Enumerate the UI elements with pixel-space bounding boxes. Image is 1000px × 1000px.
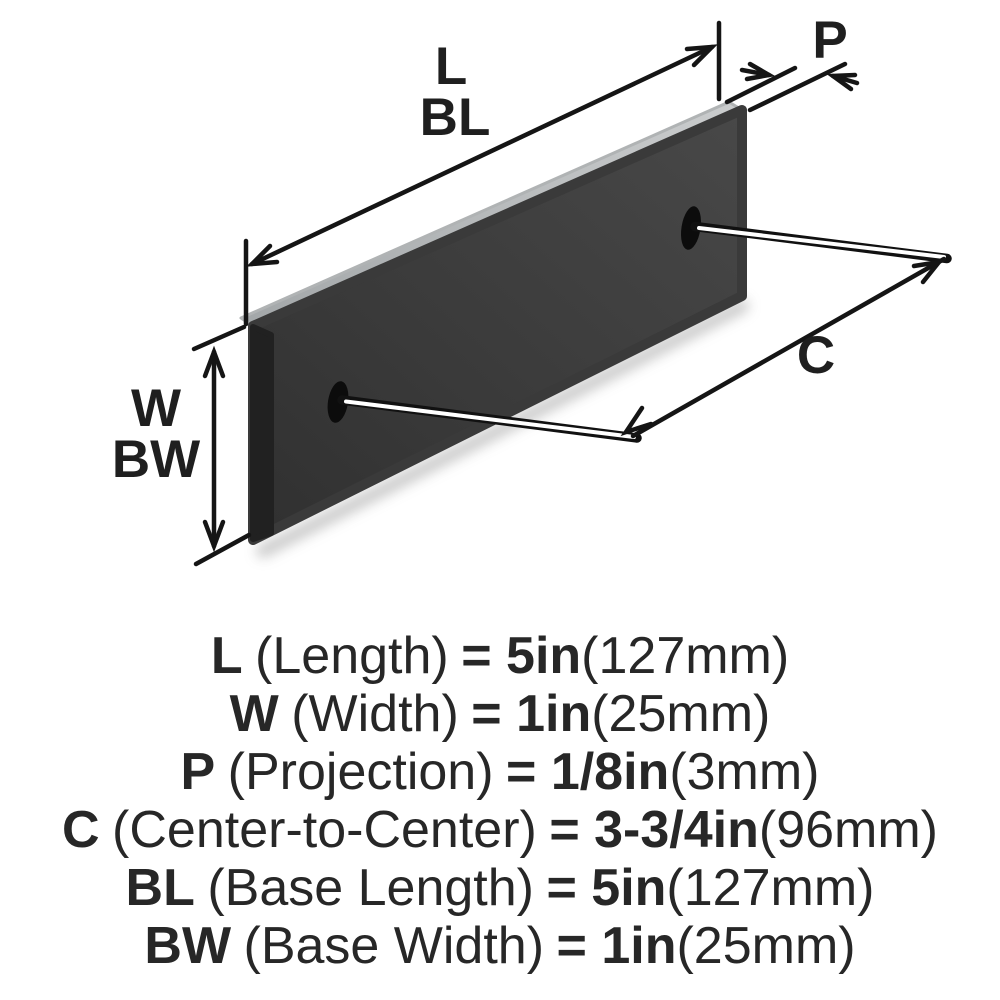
width-top-tick (191, 324, 247, 352)
edge-pull-diagram (191, 20, 952, 567)
spec-value: = 5in (546, 859, 667, 917)
spec-metric: (25mm) (676, 917, 856, 975)
center-dimension-arrow (620, 256, 947, 439)
projection-front-tick (724, 65, 798, 105)
label-projection: P (812, 11, 848, 70)
label-base-width: BW (111, 430, 201, 489)
spec-metric: (127mm) (666, 859, 875, 917)
spec-metric: (96mm) (758, 801, 938, 859)
right-hole-leader-line (690, 221, 952, 264)
spec-line-base-length: BL(Base Length)= 5in(127mm) (0, 859, 1000, 917)
spec-label: (Center-to-Center) (112, 801, 537, 859)
spec-value: = 1in (556, 917, 677, 975)
spec-line-width: W(Width)= 1in(25mm) (0, 685, 1000, 743)
plate-shadow (256, 299, 749, 558)
spec-symbol: C (62, 801, 100, 859)
spec-line-projection: P(Projection)= 1/8in(3mm) (0, 743, 1000, 801)
spec-symbol: BL (125, 859, 195, 917)
spec-symbol: P (180, 743, 216, 801)
width-dimension-arrow (191, 324, 252, 567)
spec-label: (Projection) (227, 743, 494, 801)
spec-metric: (3mm) (669, 743, 820, 801)
label-base-length: BL (419, 88, 491, 147)
spec-metric: (127mm) (581, 627, 790, 685)
spec-line-length: L(Length)= 5in(127mm) (0, 627, 1000, 685)
spec-symbol: BW (144, 917, 232, 975)
label-center-to-center: C (796, 326, 836, 385)
plate-front-face (248, 105, 747, 545)
spec-symbol: W (229, 685, 279, 743)
spec-value: = 3-3/4in (549, 801, 759, 859)
label-width: W (130, 379, 182, 438)
width-bottom-tick (193, 532, 252, 567)
spec-value: = 1/8in (506, 743, 670, 801)
spec-line-center-to-center: C(Center-to-Center)= 3-3/4in(96mm) (0, 801, 1000, 859)
length-dimension-arrow (243, 20, 722, 327)
spec-label: (Base Length) (207, 859, 534, 917)
spec-label: (Base Width) (243, 917, 545, 975)
spec-metric: (25mm) (591, 685, 771, 743)
label-length: L (434, 37, 468, 96)
left-hole-leader-line (337, 395, 642, 443)
plate-left-edge-face (250, 324, 274, 542)
spec-text-block: L(Length)= 5in(127mm) W(Width)= 1in(25mm… (0, 627, 1000, 975)
spec-value: = 5in (461, 627, 582, 685)
spec-label: (Length) (255, 627, 449, 685)
spec-line-base-width: BW(Base Width)= 1in(25mm) (0, 917, 1000, 975)
projection-dimension (724, 61, 860, 113)
projection-back-tick (747, 61, 848, 113)
spec-label: (Width) (291, 685, 459, 743)
spec-symbol: L (210, 627, 243, 685)
spec-value: = 1in (471, 685, 592, 743)
